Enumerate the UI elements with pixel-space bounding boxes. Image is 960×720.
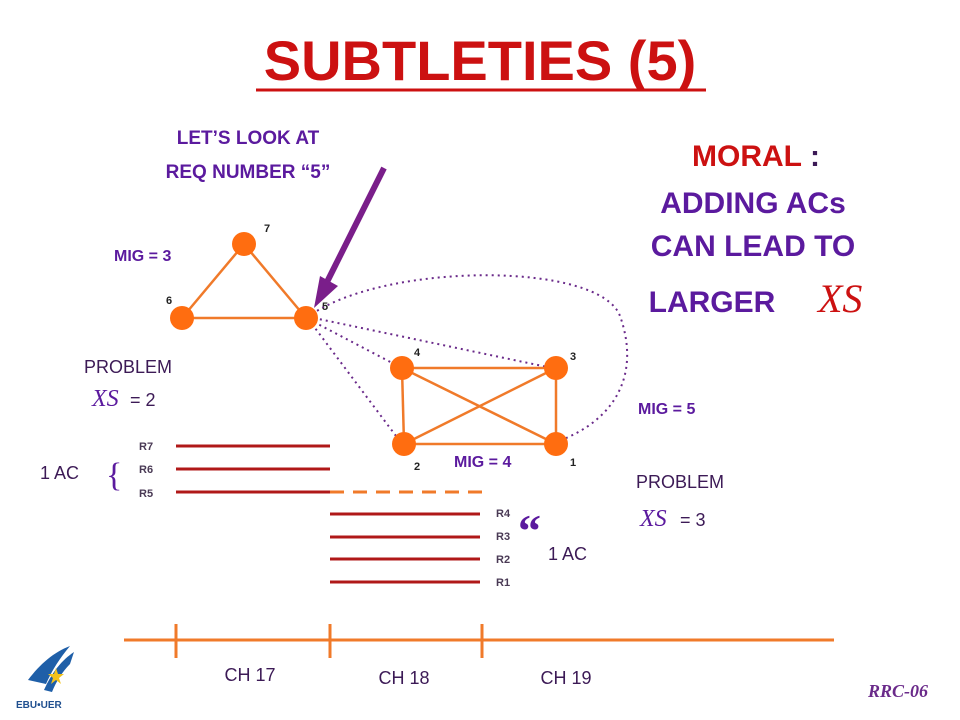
edge-7-5 — [243, 243, 307, 319]
node-2 — [392, 432, 416, 456]
triangle-edges — [181, 243, 307, 320]
problem-left-value: = 2 — [130, 390, 156, 410]
edge-4-2 — [400, 367, 406, 445]
mig-5: MIG = 5 — [638, 401, 695, 418]
moral-label: MORAL — [692, 140, 802, 173]
req-label-r7: R7 — [139, 441, 153, 453]
req-label-r3: R3 — [496, 531, 510, 543]
node-label-7: 7 — [264, 223, 270, 235]
ac-left-label: 1 AC — [40, 463, 79, 483]
problem-right-xs: XS — [639, 506, 667, 532]
link-5-3 — [313, 317, 553, 369]
node-label-3: 3 — [570, 351, 576, 363]
triangle-mig: MIG = 3 — [114, 248, 171, 265]
link-5-1 — [311, 274, 629, 443]
logo-text: EBU•UER — [16, 700, 63, 711]
footer-mark: RRC-06 — [867, 681, 928, 701]
channel-dividers — [174, 624, 484, 658]
moral-line-2: CAN LEAD TO — [651, 230, 855, 263]
moral-colon: : — [810, 140, 820, 173]
moral-line-1: ADDING ACs — [660, 187, 846, 220]
logo-swoosh-blue — [28, 646, 70, 684]
req-bars-upper — [176, 444, 330, 494]
node-4 — [390, 356, 414, 380]
slide-title: SUBTLETIES (5) — [264, 29, 696, 92]
req-label-r1: R1 — [496, 577, 510, 589]
node-label-2: 2 — [414, 461, 420, 473]
node-6 — [170, 306, 194, 330]
ac-right-brace: “ — [518, 505, 541, 556]
channel-label-18: CH 18 — [378, 668, 429, 688]
link-5-2 — [311, 323, 403, 445]
channel-label-17: CH 17 — [224, 665, 275, 685]
node-5 — [294, 306, 318, 330]
req-label-r4: R4 — [496, 508, 511, 520]
problem-left-xs: XS — [91, 386, 119, 412]
logo-star — [48, 668, 64, 684]
square-edges — [400, 366, 558, 446]
node-label-4: 4 — [414, 347, 421, 359]
moral-line-3-prefix: LARGER — [649, 286, 776, 319]
channel-label-19: CH 19 — [540, 668, 591, 688]
ac-left-brace: { — [106, 457, 122, 494]
node-label-6: 6 — [166, 295, 172, 307]
req-label-r5: R5 — [139, 488, 153, 500]
req-bars-lower — [330, 512, 480, 584]
edge-3-2 — [403, 366, 557, 446]
problem-right-label: PROBLEM — [636, 472, 724, 492]
interference-links — [311, 274, 629, 445]
callout-arrow-head — [314, 276, 338, 308]
moral-heading: MORAL: — [692, 140, 820, 173]
req-label-r6: R6 — [139, 464, 153, 476]
callout-line-2: REQ NUMBER “5” — [166, 162, 331, 183]
logo-swoosh-blue-2 — [44, 652, 74, 692]
problem-left-label: PROBLEM — [84, 357, 172, 377]
problem-right-value: = 3 — [680, 510, 706, 530]
req-label-r2: R2 — [496, 554, 510, 566]
edge-7-6 — [181, 243, 245, 319]
square-mig: MIG = 4 — [454, 454, 511, 471]
link-5-4 — [313, 321, 399, 367]
node-label-1: 1 — [570, 457, 576, 469]
node-3 — [544, 356, 568, 380]
ebu-logo: EBU•UER — [16, 646, 74, 711]
callout-line-1: LET’S LOOK AT — [177, 128, 320, 149]
callout-arrow-shaft — [323, 166, 387, 286]
node-1 — [544, 432, 568, 456]
node-7 — [232, 232, 256, 256]
moral-xs-symbol: XS — [816, 276, 862, 321]
node-label-5: 5 — [322, 301, 328, 313]
ac-right-label: 1 AC — [548, 544, 587, 564]
